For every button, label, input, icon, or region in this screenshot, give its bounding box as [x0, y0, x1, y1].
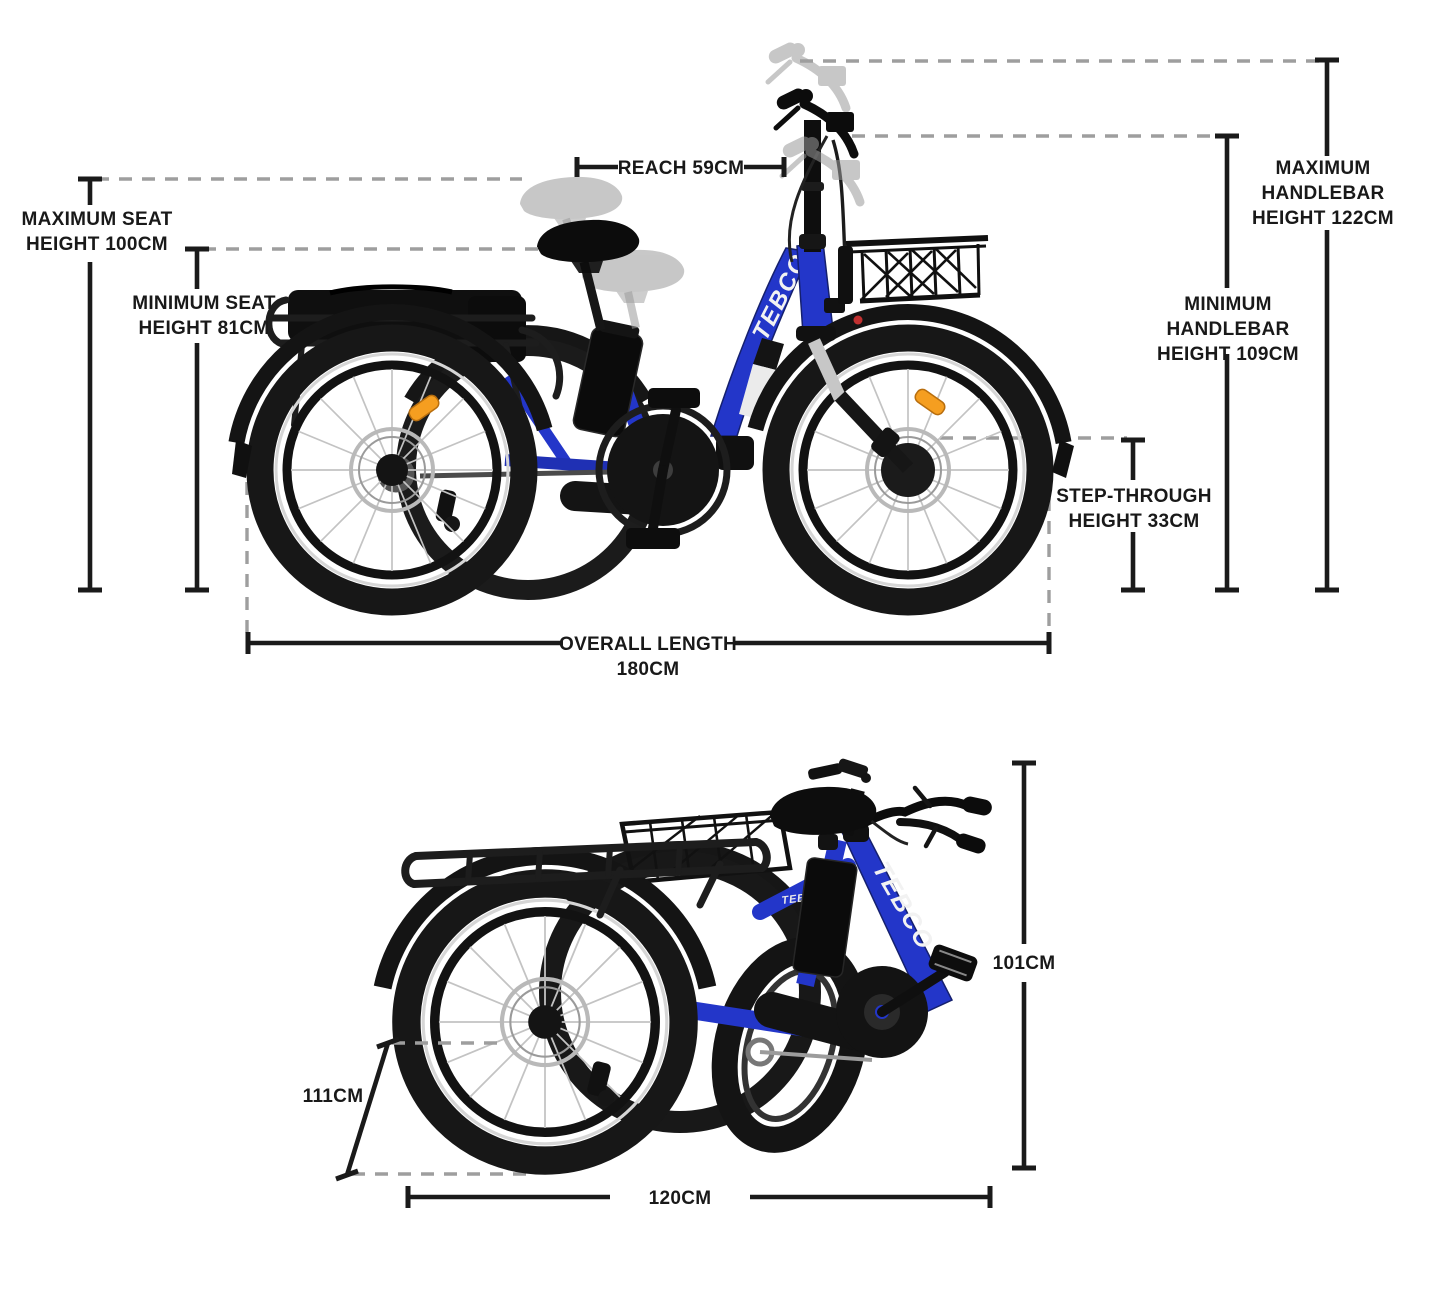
folded-rear-rack	[401, 838, 771, 919]
drivetrain	[377, 455, 611, 532]
folded-saddle	[770, 758, 877, 850]
label-overall-length-title: OVERALL LENGTH	[558, 634, 738, 655]
dim-step-through-height	[1121, 437, 1145, 593]
label-min-seat-height: MINIMUM SEAT HEIGHT 81CM	[132, 293, 276, 340]
dim-overall-length	[245, 632, 1052, 654]
dim-folded-height	[1012, 760, 1036, 1171]
mid-drive-chainguard	[560, 388, 731, 549]
dim-min-handlebar-height	[1215, 133, 1239, 593]
label-reach: REACH 59CM	[617, 158, 745, 179]
rear-wheel-reflector	[408, 394, 440, 422]
label-folded-length: 120CM	[648, 1188, 712, 1209]
dim-min-seat-height	[185, 246, 209, 593]
front-mudflap	[1052, 440, 1074, 478]
folded-near-rear-wheel	[406, 883, 683, 1160]
dim-reach	[574, 157, 787, 177]
folded-chain	[759, 1050, 873, 1062]
folded-rear-fender	[373, 846, 717, 990]
dim-max-handlebar-height	[1315, 57, 1339, 593]
front-basket	[838, 235, 989, 304]
folded-hub-derailleur	[587, 1061, 614, 1106]
label-folded-depth: 111CM	[302, 1086, 364, 1107]
label-max-handlebar-height: MAXIMUM HANDLEBAR HEIGHT 122CM	[1252, 158, 1394, 230]
down-tube	[709, 247, 812, 437]
label-min-handlebar-height: MINIMUM HANDLEBAR HEIGHT 109CM	[1157, 294, 1299, 366]
battery-pack	[572, 319, 644, 438]
stem-and-handlebars	[766, 40, 860, 313]
label-step-through-height: STEP-THROUGH HEIGHT 33CM	[1056, 486, 1212, 533]
label-folded-height: 101CM	[992, 953, 1056, 974]
rear-fender	[228, 304, 553, 445]
down-tube-white-stripe	[739, 364, 776, 420]
down-tube-black-stripe	[753, 338, 784, 370]
folded-trike-illustration: TEBCO TEBCO	[352, 758, 992, 1176]
label-overall-length-value: 180CM	[616, 659, 680, 680]
folded-chainguard	[754, 944, 978, 1058]
head-tube	[796, 241, 834, 335]
unfolded-trike-illustration: TEBCO TEBCO	[228, 40, 1074, 602]
guide-dashes-over	[96, 59, 1321, 1045]
front-fork	[796, 315, 914, 473]
dim-folded-depth	[335, 1036, 400, 1182]
dim-folded-length	[405, 1186, 993, 1208]
saddle-assembly	[520, 176, 685, 332]
dim-max-seat-height	[78, 176, 102, 593]
rear-mudflap	[232, 440, 252, 478]
front-wheel-reflector	[914, 388, 946, 416]
shifter-cable	[787, 135, 829, 263]
rear-wheel	[260, 338, 524, 602]
folded-battery	[792, 857, 858, 978]
front-fender	[747, 304, 1072, 445]
label-max-seat-height: MAXIMUM SEAT HEIGHT 100CM	[21, 209, 173, 256]
